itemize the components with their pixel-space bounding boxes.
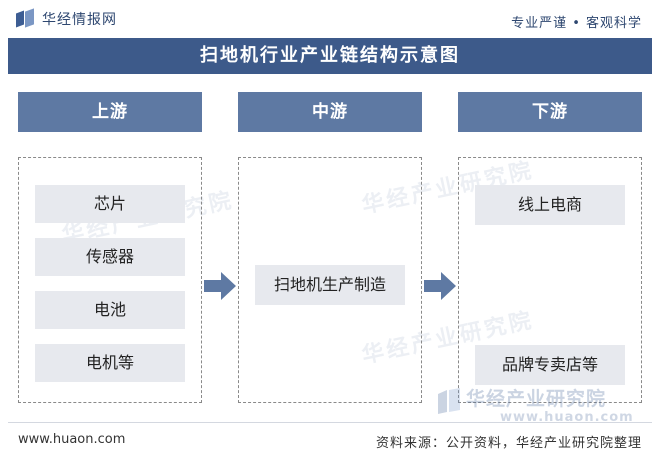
- upstream-item: 电池: [35, 291, 185, 329]
- stage-header-upstream: 上游: [18, 92, 202, 132]
- watermark-logo-icon: [438, 388, 460, 414]
- right-arrow-icon: [204, 272, 236, 300]
- downstream-item: 品牌专卖店等: [475, 345, 625, 385]
- stage-header-midstream: 中游: [238, 92, 422, 132]
- brand-name: 华经情报网: [42, 12, 117, 28]
- upstream-item: 芯片: [35, 185, 185, 223]
- slogan: 专业严谨 • 客观科学: [511, 16, 642, 31]
- brand-logo-icon: [16, 8, 36, 28]
- upstream-item: 传感器: [35, 238, 185, 276]
- stage-box-downstream: 线上电商 品牌专卖店等: [458, 157, 642, 403]
- watermark-name: 华经产业研究院: [466, 388, 607, 410]
- upstream-item: 电机等: [35, 344, 185, 382]
- right-arrow-icon: [424, 272, 456, 300]
- stage-box-upstream: 芯片 传感器 电池 电机等: [18, 157, 202, 403]
- stage-header-downstream: 下游: [458, 92, 642, 132]
- stage-box-midstream: 扫地机生产制造: [238, 157, 422, 403]
- midstream-item: 扫地机生产制造: [255, 265, 405, 305]
- downstream-item: 线上电商: [475, 185, 625, 225]
- watermark-url: www.huaon.com: [500, 410, 634, 425]
- footer-divider: [8, 422, 652, 423]
- brand: 华经情报网: [16, 8, 117, 29]
- corner-watermark: 华经产业研究院 www.huaon.com: [438, 384, 648, 430]
- footer-website: www.huaon.com: [18, 432, 126, 447]
- top-bar: 华经情报网 专业严谨 • 客观科学: [0, 0, 660, 38]
- footer-source: 资料来源：公开资料，华经产业研究院整理: [375, 436, 642, 451]
- diagram-title: 扫地机行业产业链结构示意图: [8, 38, 652, 74]
